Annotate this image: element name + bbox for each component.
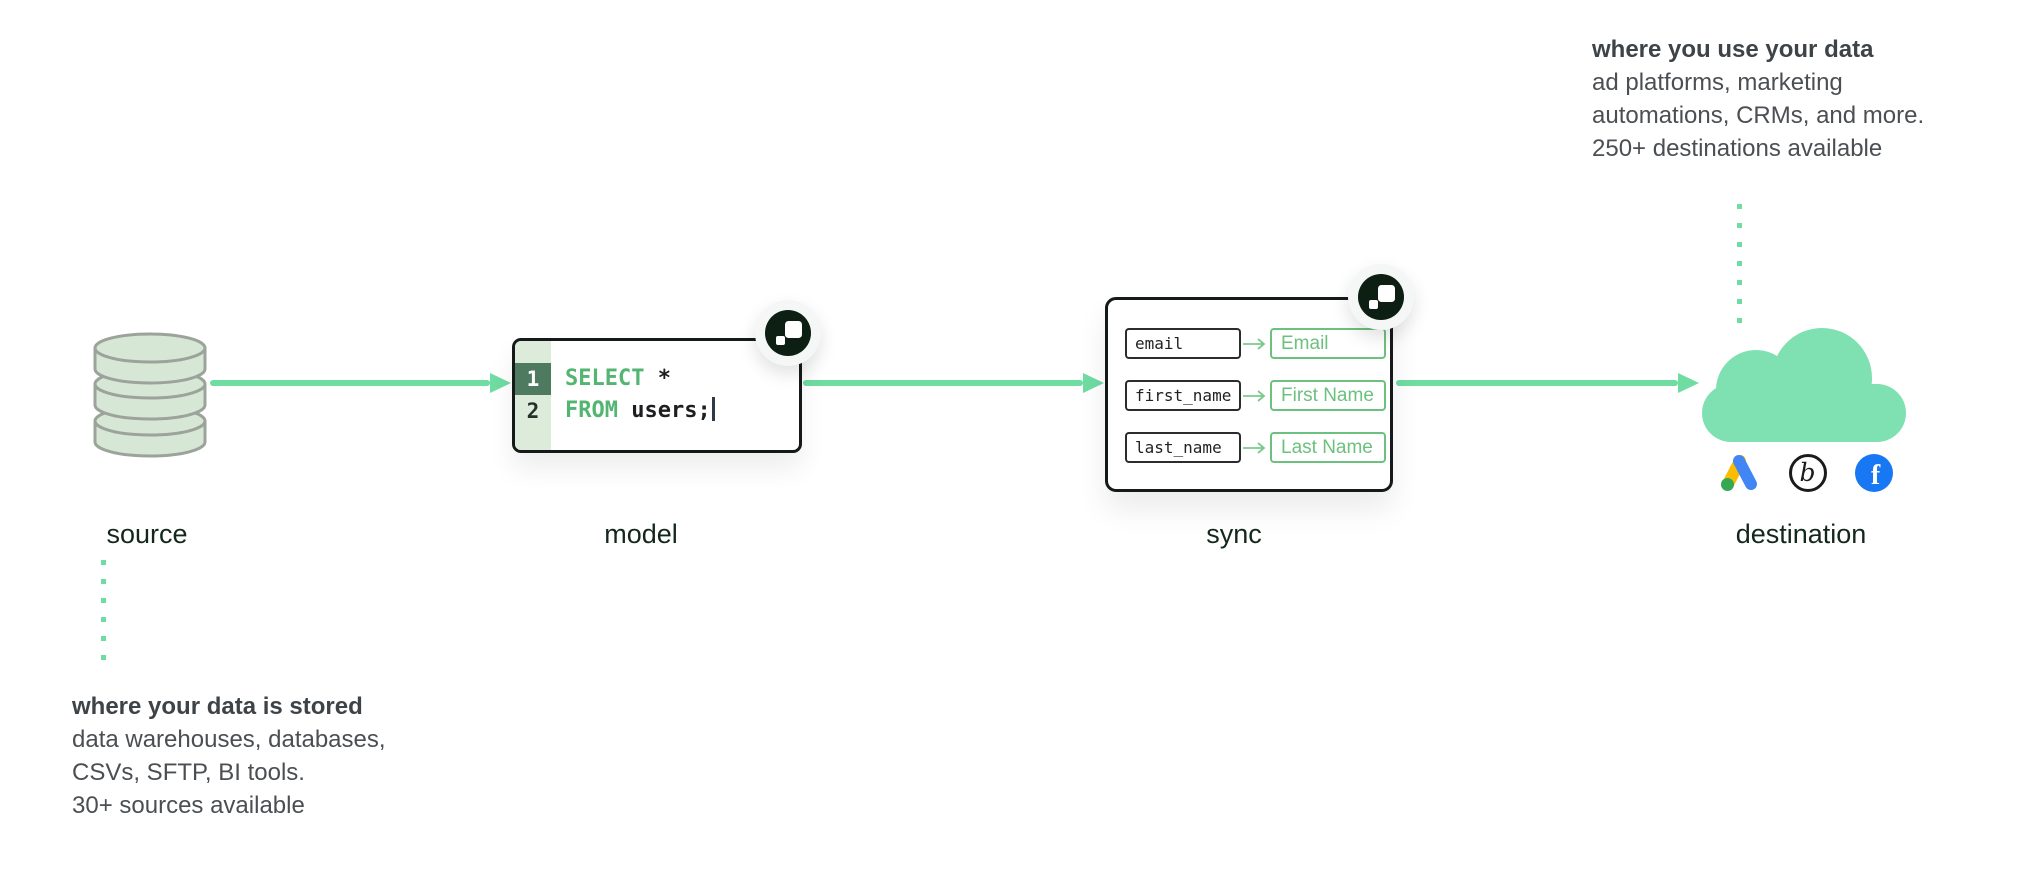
code-editor: SELECT * FROM users; — [551, 341, 715, 450]
sync-mapping-box: email Email first_name First Name last_n… — [1105, 297, 1393, 492]
braze-glyph: b — [1799, 457, 1816, 487]
source-note-line: 30+ sources available — [72, 792, 305, 819]
destination-dotted-connector — [1737, 204, 1742, 328]
source-note-heading: where your data is stored — [72, 693, 363, 720]
destination-field: Email — [1270, 328, 1386, 359]
source-field: first_name — [1125, 380, 1241, 411]
source-field: last_name — [1125, 432, 1241, 463]
code-line: SELECT * — [565, 363, 715, 395]
mapping-arrow-icon — [1243, 337, 1266, 350]
hightouch-badge — [755, 300, 821, 366]
sql-keyword: FROM — [565, 398, 618, 423]
line-number: 1 — [515, 363, 551, 395]
source-note-line: CSVs, SFTP, BI tools. — [72, 759, 305, 786]
text-cursor — [711, 397, 715, 421]
braze-icon: b — [1788, 454, 1827, 492]
line-number: 2 — [526, 399, 540, 423]
model-code-box: 1 2 SELECT * FROM users; — [512, 338, 802, 453]
mapping-row: last_name Last Name — [1125, 432, 1386, 463]
hightouch-badge — [1348, 264, 1414, 330]
cloud-icon — [1702, 328, 1906, 442]
mapping-row: email Email — [1125, 328, 1386, 359]
destination-note-line: ad platforms, marketing — [1592, 69, 1843, 96]
source-field: email — [1125, 328, 1241, 359]
arrow-sync-to-destination — [1396, 380, 1678, 386]
source-note-line: data warehouses, databases, — [72, 726, 386, 753]
hightouch-logo-icon — [765, 310, 811, 356]
destination-note-line: 250+ destinations available — [1592, 135, 1883, 162]
database-icon — [93, 332, 207, 458]
source-label: source — [106, 519, 188, 549]
facebook-icon: f — [1855, 454, 1893, 492]
mapping-arrow-icon — [1243, 389, 1266, 402]
mapping-row: first_name First Name — [1125, 380, 1386, 411]
mapping-arrow-icon — [1243, 441, 1266, 454]
source-note: where your data is stored data warehouse… — [72, 690, 452, 822]
arrow-model-to-sync — [803, 380, 1083, 386]
destination-label: destination — [1735, 519, 1867, 549]
destination-field: First Name — [1270, 380, 1386, 411]
model-label: model — [604, 519, 678, 549]
code-line-number-gutter: 1 2 — [515, 341, 551, 450]
destination-service-icons: b f — [1718, 451, 1893, 495]
destination-field: Last Name — [1270, 432, 1386, 463]
facebook-glyph: f — [1870, 460, 1881, 491]
sync-label: sync — [1206, 519, 1262, 549]
source-dotted-connector — [101, 560, 106, 663]
sql-text: * — [644, 366, 671, 391]
sql-text: users; — [617, 398, 711, 423]
google-ads-icon — [1721, 455, 1757, 491]
hightouch-logo-icon — [1358, 274, 1404, 320]
code-line: FROM users; — [565, 395, 715, 427]
destination-note-heading: where you use your data — [1592, 36, 1874, 63]
sql-keyword: SELECT — [565, 366, 645, 391]
destination-note-line: automations, CRMs, and more. — [1592, 102, 1925, 129]
destination-note: where you use your data ad platforms, ma… — [1592, 33, 1952, 165]
arrow-source-to-model — [210, 380, 490, 386]
